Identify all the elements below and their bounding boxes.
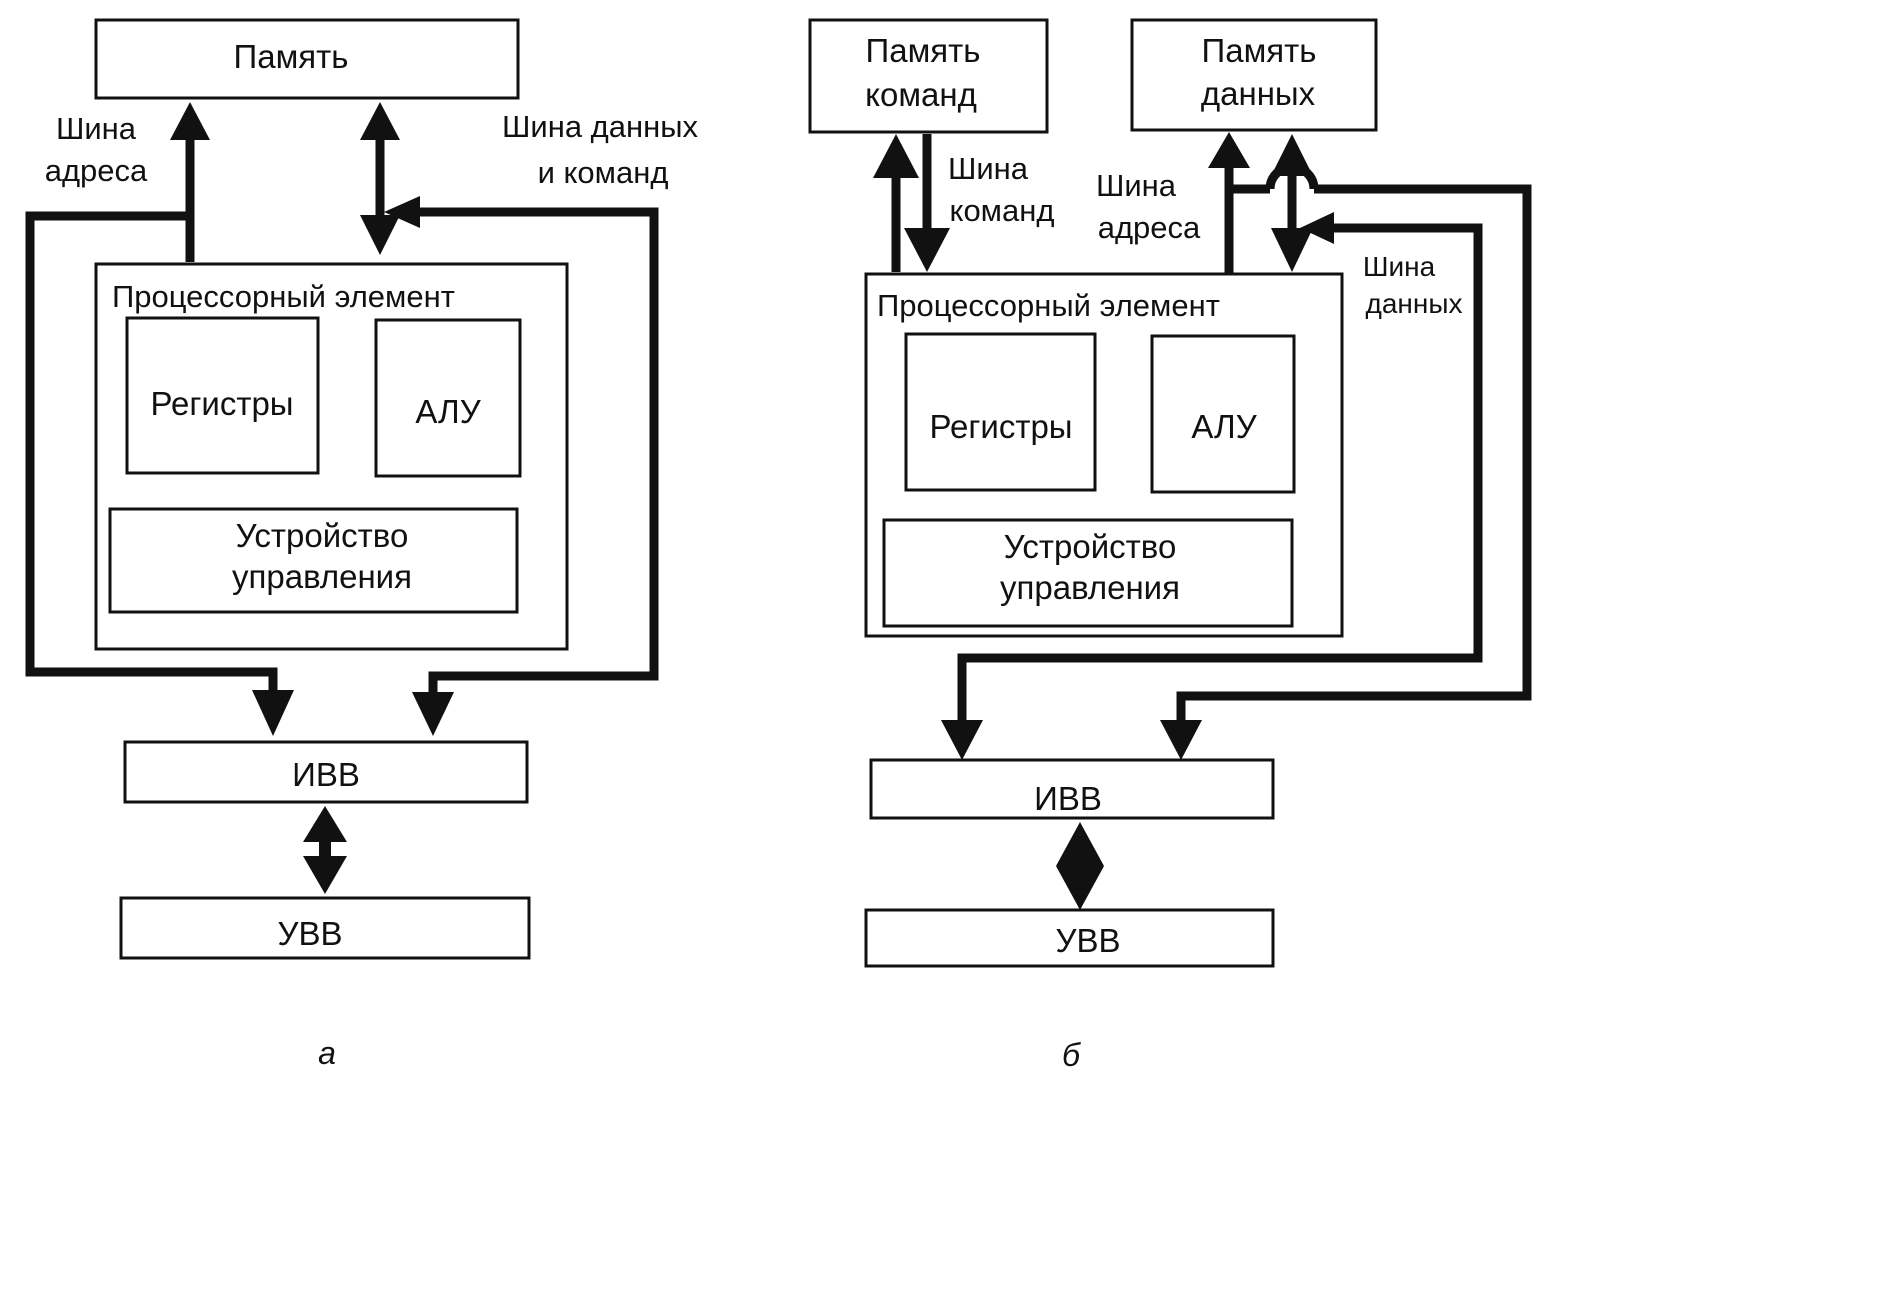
harvard-diagram: Память команд Память данных Процессорный…: [808, 18, 1532, 1073]
right-control-unit-line2: управления: [1000, 569, 1180, 606]
right-registers-label: Регистры: [929, 408, 1072, 445]
right-data-arrow-io: [941, 720, 983, 760]
right-instr-bus-label-line2: команд: [950, 193, 1055, 228]
left-registers-block: Регистры: [125, 316, 320, 475]
left-control-unit-line1: Устройство: [236, 517, 409, 554]
right-registers-block: Регистры: [904, 332, 1097, 492]
right-io-interface-block: ИВВ: [869, 758, 1275, 820]
right-address-arrow-up: [1208, 132, 1250, 168]
left-alu-block: АЛУ: [374, 318, 522, 478]
right-io-interface-label: ИВВ: [1034, 780, 1102, 817]
right-caption: б: [1062, 1037, 1081, 1073]
right-address-bus-label-line1: Шина: [1096, 168, 1177, 203]
right-control-unit-line1: Устройство: [1004, 528, 1177, 565]
left-caption: а: [318, 1035, 336, 1071]
right-data-branch-arrow: [1300, 212, 1334, 244]
right-alu-block: АЛУ: [1150, 334, 1296, 494]
right-data-memory-line2: данных: [1201, 75, 1316, 112]
left-processor-label: Процессорный элемент: [112, 279, 455, 314]
right-data-bus-label-line2: данных: [1366, 288, 1463, 319]
right-instruction-memory-block: Память команд: [808, 18, 1049, 134]
von-neumann-diagram: Память Процессорный элемент Регистры АЛУ…: [25, 18, 699, 1071]
left-memory-label: Память: [234, 38, 349, 75]
right-data-arrow-down: [1271, 228, 1313, 272]
right-io-device-label: УВВ: [1056, 922, 1121, 959]
left-data-bus-label-line2: и команд: [538, 155, 669, 190]
right-address-bus-label-line2: адреса: [1098, 210, 1201, 245]
left-data-bus-label-line1: Шина данных: [502, 109, 699, 144]
left-io-interface-label: ИВВ: [292, 756, 360, 793]
right-data-memory-line1: Память: [1202, 32, 1317, 69]
left-io-device-block: УВВ: [119, 896, 531, 960]
right-data-arrow-up: [1271, 134, 1313, 176]
left-io-link: [303, 806, 347, 894]
right-instr-memory-line1: Память: [866, 32, 981, 69]
right-address-bus: [1160, 132, 1532, 760]
right-processor-block: Процессорный элемент Регистры АЛУ Устрой…: [864, 272, 1344, 638]
right-io-device-block: УВВ: [864, 908, 1275, 968]
right-io-link: [1056, 822, 1104, 910]
left-alu-label: АЛУ: [415, 393, 481, 430]
left-address-arrow-up: [170, 102, 210, 140]
right-data-bus-label-line1: Шина: [1363, 251, 1436, 282]
right-data-bus: [941, 134, 1483, 760]
right-processor-label: Процессорный элемент: [877, 288, 1220, 323]
left-address-bus-label-line1: Шина: [56, 111, 137, 146]
left-data-branch-arrow: [384, 196, 420, 228]
right-instr-memory-line2: команд: [865, 76, 977, 113]
left-io-arrow-up: [303, 806, 347, 842]
right-address-arrow-io: [1160, 720, 1202, 760]
right-data-memory-block: Память данных: [1130, 18, 1378, 132]
left-control-unit-line2: управления: [232, 558, 412, 595]
architecture-diagram: Память Процессорный элемент Регистры АЛУ…: [25, 18, 1532, 1073]
right-control-unit-block: Устройство управления: [882, 518, 1294, 628]
right-instruction-bus: [873, 134, 950, 272]
right-instr-arrow-down: [904, 228, 950, 272]
left-data-bus: [360, 102, 659, 736]
left-io-interface-block: ИВВ: [123, 740, 529, 804]
left-memory-block: Память: [94, 18, 520, 100]
right-alu-label: АЛУ: [1191, 408, 1257, 445]
left-processor-block: Процессорный элемент Регистры АЛУ Устрой…: [94, 262, 569, 651]
left-address-bus-label-line2: адреса: [45, 153, 148, 188]
right-instr-arrow-up: [873, 134, 919, 178]
left-control-unit-block: Устройство управления: [108, 507, 519, 614]
left-data-arrow-down: [360, 215, 400, 255]
left-address-arrow-down: [252, 690, 294, 736]
left-data-arrow-up: [360, 102, 400, 140]
left-registers-label: Регистры: [150, 385, 293, 422]
left-data-arrow-io: [412, 692, 454, 736]
left-io-arrow-down: [303, 856, 347, 894]
right-instr-bus-label-line1: Шина: [948, 151, 1029, 186]
left-io-device-label: УВВ: [278, 915, 343, 952]
left-address-bus: [25, 102, 294, 736]
